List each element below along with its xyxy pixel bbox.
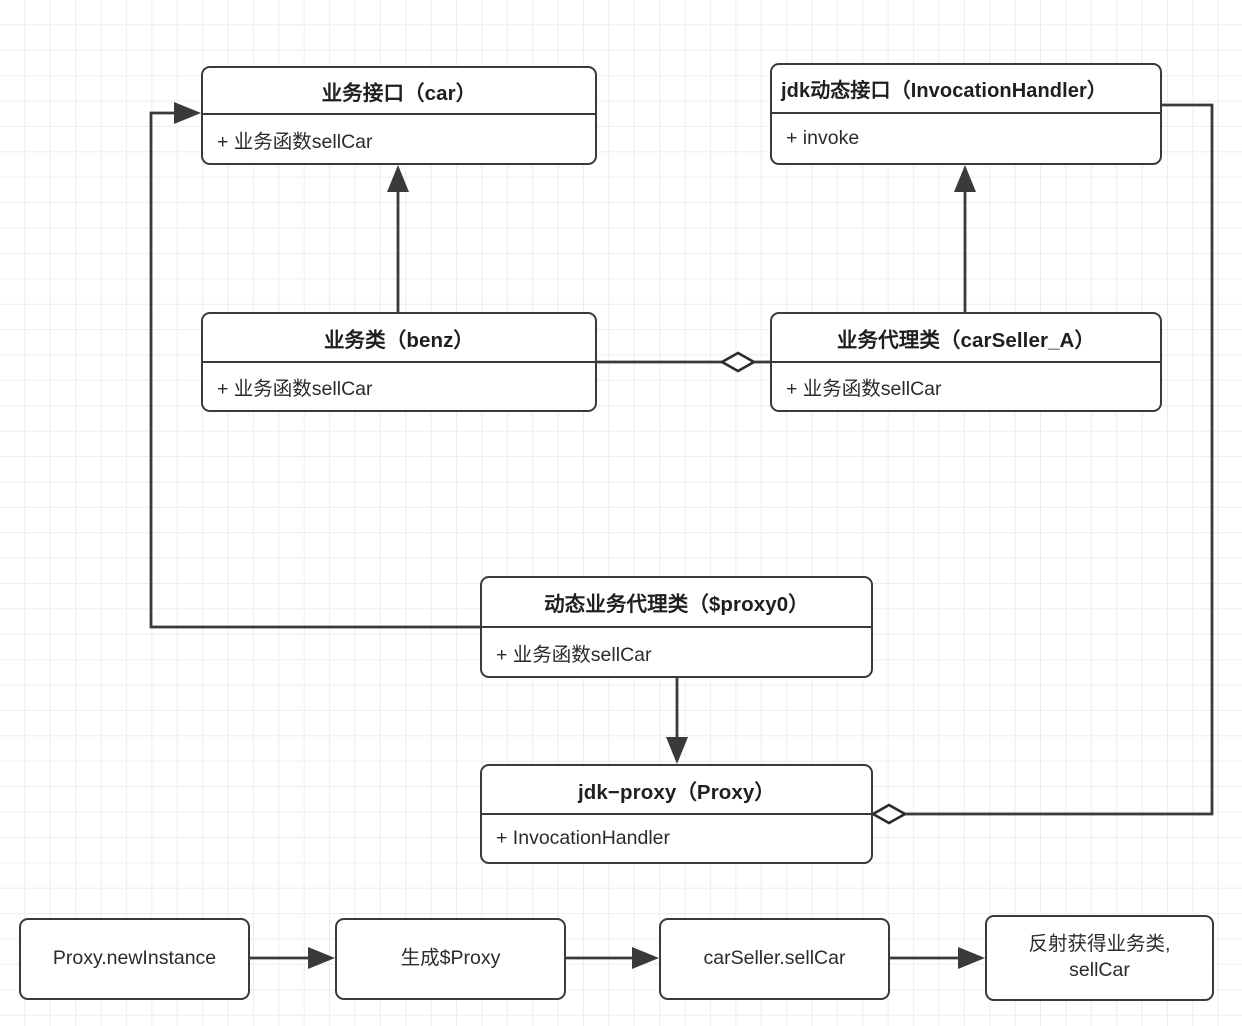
connector-carseller-aggregates-benz <box>597 351 770 373</box>
class-member-text-car-sellcar: + 业务函数sellCar <box>217 130 373 153</box>
class-member-text-invoke: + invoke <box>786 127 860 149</box>
flow-step-reflect[interactable]: 反射获得业务类, sellCar <box>985 915 1214 1001</box>
connector-proxy0-creates-jdkproxy <box>666 678 688 764</box>
class-title-invocation-handler-interface: jdk动态接口（InvocationHandler） <box>772 65 1160 114</box>
class-box-invocation-handler-interface[interactable]: jdk动态接口（InvocationHandler） + invoke <box>770 63 1162 165</box>
class-member-jdk-proxy-class: + InvocationHandler <box>482 815 871 862</box>
class-member-text-invocationhandler: + InvocationHandler <box>496 827 670 849</box>
class-box-car-interface[interactable]: 业务接口（car） + 业务函数sellCar <box>201 66 597 165</box>
connector-jdkproxy-aggregates-invocation <box>870 103 1214 825</box>
class-box-car-seller-a-class[interactable]: 业务代理类（carSeller_A） + 业务函数sellCar <box>770 312 1162 412</box>
class-title-jdk-proxy-class: jdk−proxy（Proxy） <box>482 766 871 815</box>
class-member-invocation-handler: + invoke <box>772 114 1160 163</box>
class-box-proxy0-class[interactable]: 动态业务代理类（$proxy0） + 业务函数sellCar <box>480 576 873 678</box>
class-member-proxy0-class: + 业务函数sellCar <box>482 628 871 676</box>
class-member-text-proxy0-sellcar: + 业务函数sellCar <box>496 643 652 666</box>
connector-flow-1-to-2 <box>250 947 335 969</box>
flow-step-sell-car[interactable]: carSeller.sellCar <box>659 918 890 1000</box>
class-member-car-seller-a-class: + 业务函数sellCar <box>772 363 1160 410</box>
flow-step-new-instance[interactable]: Proxy.newInstance <box>19 918 250 1000</box>
connector-flow-2-to-3 <box>566 947 659 969</box>
class-box-benz-class[interactable]: 业务类（benz） + 业务函数sellCar <box>201 312 597 412</box>
connector-flow-3-to-4 <box>890 947 985 969</box>
class-title-car-interface: 业务接口（car） <box>203 68 595 115</box>
class-member-benz-class: + 业务函数sellCar <box>203 363 595 410</box>
class-title-benz-class: 业务类（benz） <box>203 314 595 363</box>
class-title-proxy0-class: 动态业务代理类（$proxy0） <box>482 578 871 628</box>
class-member-text-benz-sellcar: + 业务函数sellCar <box>217 378 373 400</box>
connector-carseller-implements-invocation <box>954 165 976 312</box>
flow-step-generate-proxy[interactable]: 生成$Proxy <box>335 918 566 1000</box>
class-box-jdk-proxy-class[interactable]: jdk−proxy（Proxy） + InvocationHandler <box>480 764 873 864</box>
connector-benz-implements-car <box>387 165 409 312</box>
class-member-car-interface: + 业务函数sellCar <box>203 115 595 163</box>
class-member-text-carseller-sellcar: + 业务函数sellCar <box>786 378 942 400</box>
class-title-car-seller-a-class: 业务代理类（carSeller_A） <box>772 314 1160 363</box>
